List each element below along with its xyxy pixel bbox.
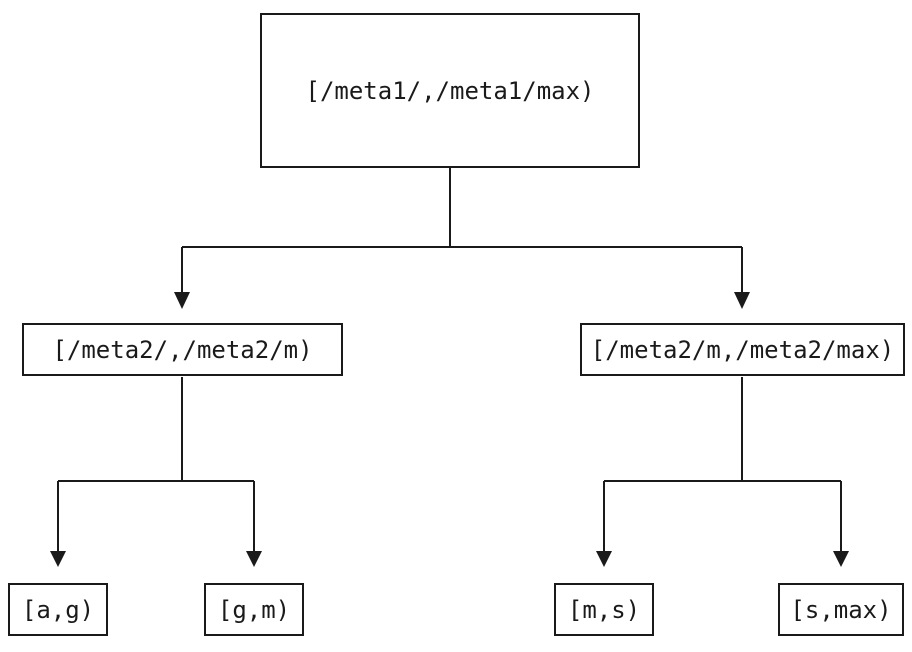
tree-node-leaf-gm: [g,m) xyxy=(204,583,304,636)
tree-node-leaf-ag: [a,g) xyxy=(8,583,108,636)
arrowhead-icon xyxy=(174,292,190,309)
arrowhead-icon xyxy=(596,551,612,567)
arrowhead-icon xyxy=(246,551,262,567)
tree-node-leaf-smax-label: [s,max) xyxy=(790,595,892,624)
tree-node-leaf-gm-label: [g,m) xyxy=(217,595,291,624)
tree-node-leaf-ag-label: [a,g) xyxy=(21,595,95,624)
arrowhead-icon xyxy=(734,292,750,309)
tree-node-left: [/meta2/,/meta2/m) xyxy=(22,323,343,376)
tree-node-right-label: [/meta2/m,/meta2/max) xyxy=(590,335,895,364)
arrowhead-icon xyxy=(833,551,849,567)
tree-node-right: [/meta2/m,/meta2/max) xyxy=(580,323,905,376)
tree-node-root-label: [/meta1/,/meta1/max) xyxy=(305,76,595,105)
tree-node-leaf-smax: [s,max) xyxy=(778,583,904,636)
tree-node-leaf-ms-label: [m,s) xyxy=(567,595,641,624)
tree-node-leaf-ms: [m,s) xyxy=(554,583,654,636)
arrowhead-icon xyxy=(50,551,66,567)
tree-node-left-label: [/meta2/,/meta2/m) xyxy=(52,335,313,364)
tree-node-root: [/meta1/,/meta1/max) xyxy=(260,13,640,168)
